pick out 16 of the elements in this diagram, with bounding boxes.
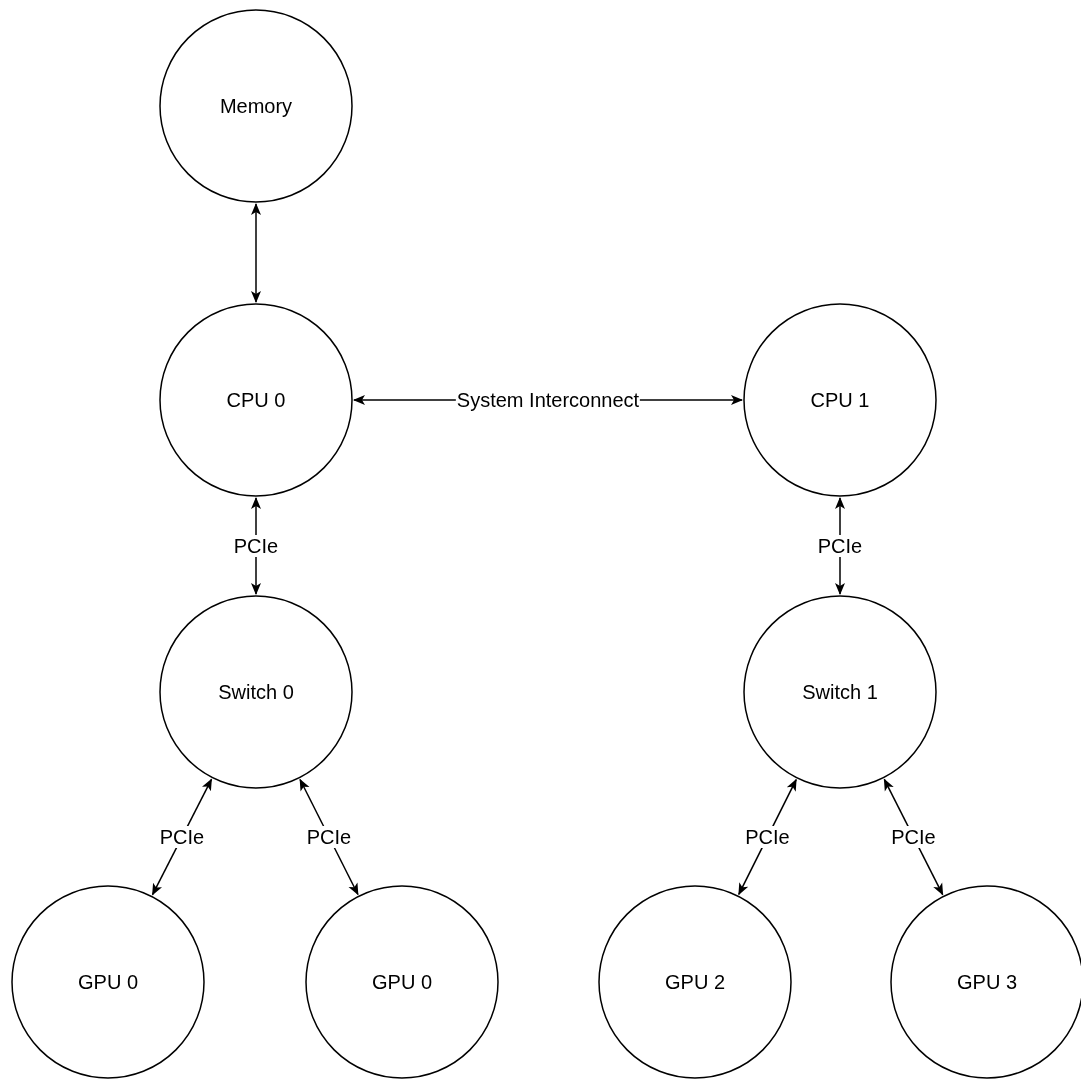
node-label: Memory	[219, 94, 293, 118]
node-label: CPU 0	[226, 388, 286, 412]
node-label: GPU 2	[665, 970, 725, 994]
edge-label: PCIe	[305, 826, 353, 848]
edge-label: PCIe	[232, 535, 280, 557]
edge-label: PCIe	[816, 535, 864, 557]
edge-label: PCIe	[158, 826, 206, 848]
node-label: CPU 1	[810, 388, 870, 412]
node-label: Switch 1	[802, 680, 878, 704]
node-label: Switch 0	[218, 680, 294, 704]
edge-label: PCIe	[890, 826, 937, 848]
edge-label: PCIe	[744, 826, 791, 848]
node-label: GPU 3	[957, 970, 1017, 994]
node-label: GPU 0	[78, 970, 138, 994]
double-arrow	[251, 203, 261, 303]
node-label: GPU 0	[372, 970, 432, 994]
